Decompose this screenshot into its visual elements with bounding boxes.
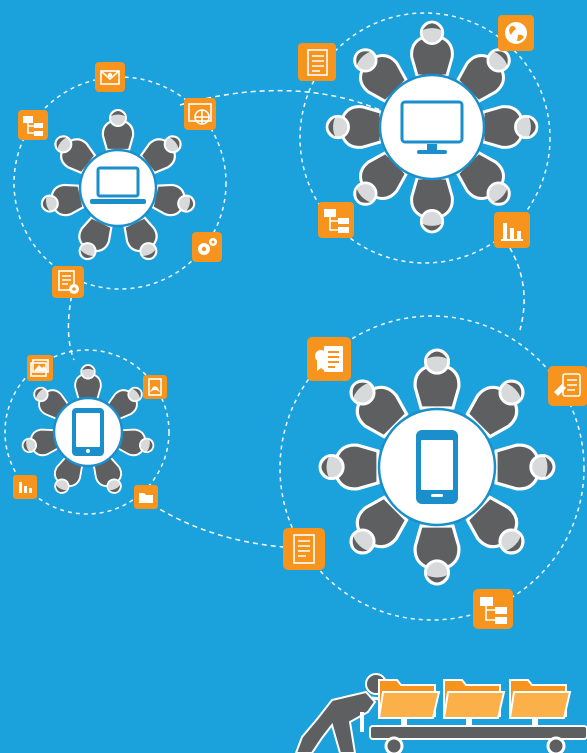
- email-icon: [95, 62, 125, 92]
- person-figure: [494, 443, 556, 491]
- monitor-hub: [378, 73, 486, 181]
- link-tablet-phone: [144, 499, 299, 549]
- person-figure: [101, 109, 135, 152]
- org-chart-icon: [318, 202, 354, 238]
- person-figure: [106, 386, 143, 420]
- bar-chart-icon: [494, 212, 530, 248]
- person-figure: [413, 524, 461, 586]
- gears-icon: [192, 232, 222, 262]
- image-icon: [27, 355, 53, 381]
- org-chart-icon: [18, 110, 48, 140]
- person-figure: [465, 495, 525, 555]
- pushing-man-icon: [294, 673, 391, 753]
- ring-tablet-group: [4, 349, 170, 515]
- folder-icon: [442, 679, 506, 726]
- person-figure: [74, 364, 102, 400]
- folder-icon: [508, 679, 572, 726]
- folder-icon: [377, 679, 441, 726]
- pen-note-icon: [548, 366, 587, 406]
- settings-doc-icon: [52, 266, 84, 298]
- cart-scene: [294, 673, 587, 753]
- pdf-icon: [143, 375, 167, 399]
- person-figure: [349, 379, 409, 439]
- person-figure: [410, 20, 454, 78]
- smartphone-icon: [416, 430, 458, 504]
- person-figure: [40, 183, 85, 217]
- monitor-icon: [400, 100, 464, 154]
- folder-icon: [134, 485, 158, 509]
- cart-icon: [360, 712, 587, 753]
- person-figure: [481, 105, 539, 149]
- person-figure: [116, 428, 155, 457]
- person-figure: [78, 216, 113, 261]
- person-figure: [325, 105, 383, 149]
- person-figure: [318, 443, 380, 491]
- people-cluster-phone: [318, 348, 556, 586]
- org-chart-icon: [473, 589, 513, 629]
- laptop-hub: [78, 148, 158, 228]
- document-list-icon: [283, 528, 325, 570]
- document-list-icon: [298, 43, 336, 81]
- person-figure: [349, 495, 409, 555]
- tablet-icon: [72, 408, 104, 456]
- browser-globe-icon: [184, 98, 216, 130]
- person-figure: [455, 150, 511, 206]
- person-figure: [413, 348, 461, 410]
- tablet-hub: [52, 396, 124, 468]
- ring-monitor-group: [299, 12, 551, 264]
- link-monitor-phone: [504, 239, 525, 331]
- ring-phone-group: [279, 315, 585, 621]
- phone-hub: [377, 407, 497, 527]
- certificate-icon: [307, 337, 351, 381]
- person-figure: [410, 176, 454, 234]
- person-figure: [123, 216, 158, 261]
- person-figure: [21, 428, 60, 457]
- globe-icon: [498, 15, 534, 51]
- laptop-icon: [90, 166, 146, 204]
- bar-chart-icon: [13, 475, 37, 499]
- person-figure: [465, 379, 525, 439]
- person-figure: [151, 183, 196, 217]
